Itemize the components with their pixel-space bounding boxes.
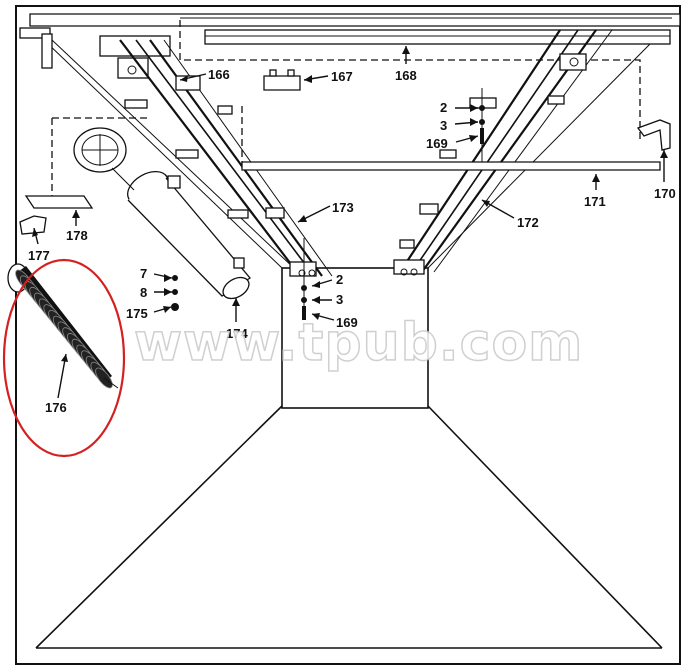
callout-178: 178 xyxy=(66,228,88,243)
callout-2-lower: 2 xyxy=(336,272,343,287)
callout-177: 177 xyxy=(28,248,50,263)
callout-8: 8 xyxy=(140,285,147,300)
plate-178 xyxy=(24,195,94,209)
callout-173: 173 xyxy=(332,200,354,215)
ballast-176 xyxy=(7,263,119,389)
fasteners-upper xyxy=(479,88,485,162)
callout-174: 174 xyxy=(226,326,248,341)
cross-rail-171 xyxy=(241,161,661,171)
callout-3-lower: 3 xyxy=(336,292,343,307)
callout-176: 176 xyxy=(45,400,67,415)
part-167 xyxy=(263,69,301,91)
callout-171: 171 xyxy=(584,194,606,209)
callout-labels: 166 167 168 2 3 169 170 171 172 173 2 3 … xyxy=(28,67,676,415)
callout-166: 166 xyxy=(208,67,230,82)
callout-7: 7 xyxy=(140,266,147,281)
dashed-guide xyxy=(51,20,641,200)
bracket-177 xyxy=(19,215,47,235)
room-outline xyxy=(15,5,681,665)
lamp-tube-174 xyxy=(127,170,251,300)
callout-168: 168 xyxy=(395,68,417,83)
watermark: www.tpub.com xyxy=(134,313,583,373)
callout-2-upper: 2 xyxy=(440,100,447,115)
callout-3-upper: 3 xyxy=(440,118,447,133)
callout-169-lower: 169 xyxy=(336,315,358,330)
left-fixture-tubes xyxy=(51,39,333,277)
callout-169-upper: 169 xyxy=(426,136,448,151)
right-fixture-tubes xyxy=(393,29,613,276)
bracket-170 xyxy=(636,119,671,151)
callout-175: 175 xyxy=(126,306,148,321)
callout-170: 170 xyxy=(654,186,676,201)
leader-lines xyxy=(32,46,668,399)
lamp-reflector xyxy=(73,127,135,191)
left-ceiling-brackets xyxy=(19,27,171,109)
fasteners-7-8-175 xyxy=(171,275,179,311)
callout-172: 172 xyxy=(517,215,539,230)
callout-167: 167 xyxy=(331,69,353,84)
fasteners-lower xyxy=(301,238,307,320)
highlight-circle xyxy=(2,258,126,458)
